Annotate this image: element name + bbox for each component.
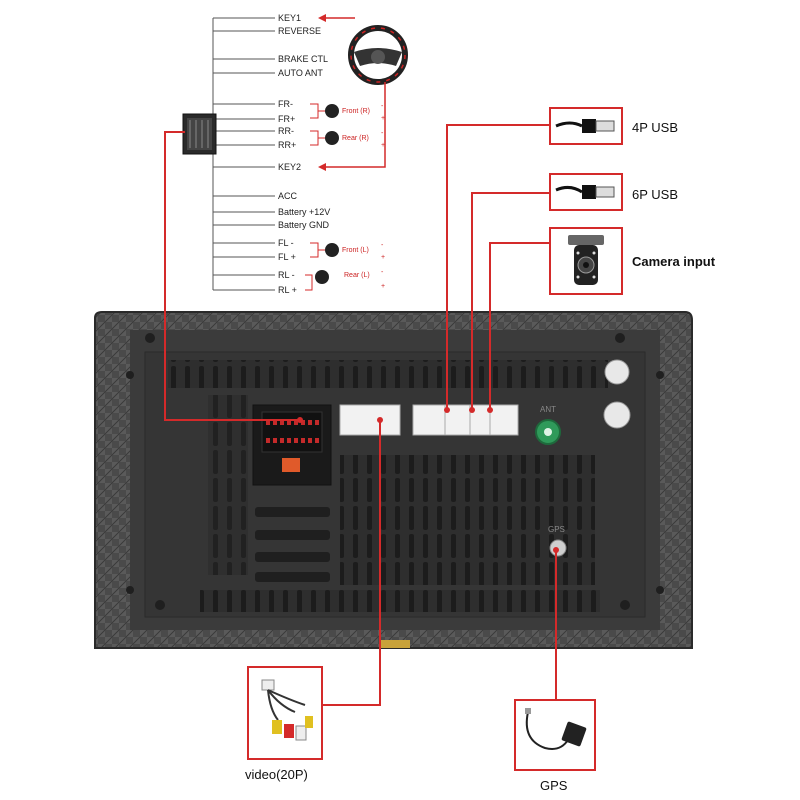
usb-6p-label: 6P USB [632, 187, 678, 202]
label-fr-plus: FR+ [278, 114, 295, 124]
front-r-label: Front (R) [342, 108, 370, 115]
video-callout [247, 666, 323, 760]
svg-text:+: + [381, 142, 385, 149]
label-key1: KEY1 [278, 13, 301, 23]
label-acc: ACC [278, 191, 298, 201]
wire-harness [212, 17, 275, 291]
label-rl-plus: RL + [278, 285, 297, 295]
svg-text:-: - [381, 103, 384, 110]
rear-r-label: Rear (R) [342, 135, 369, 142]
svg-text:-: - [381, 242, 384, 249]
ant-label: ANT [540, 405, 556, 414]
harness-labels: KEY1 REVERSE BRAKE CTL AUTO ANT FR- FR+ … [278, 13, 330, 295]
label-fr-minus: FR- [278, 99, 293, 109]
steering-wheel-icon [348, 25, 408, 85]
usb-4p-label: 4P USB [632, 120, 678, 135]
label-key2: KEY2 [278, 162, 301, 172]
label-brake-ctl: BRAKE CTL [278, 54, 328, 64]
usb-camera-connectors [412, 404, 519, 436]
label-fl-minus: FL - [278, 238, 294, 248]
speaker-rear-l: Rear (L) [315, 270, 370, 284]
label-battery-gnd: Battery GND [278, 220, 330, 230]
svg-text:+: + [381, 254, 385, 261]
camera-label: Camera input [632, 254, 716, 269]
front-l-label: Front (L) [342, 247, 369, 254]
camera-callout [549, 227, 623, 295]
label-rr-minus: RR- [278, 126, 294, 136]
connection-lines [164, 124, 557, 706]
label-rl-minus: RL - [278, 270, 295, 280]
svg-text:-: - [381, 269, 384, 276]
svg-text:-: - [381, 130, 384, 137]
svg-text:+: + [381, 115, 385, 122]
camera-icon [568, 235, 604, 285]
label-battery-12v: Battery +12V [278, 207, 330, 217]
gps-label: GPS [540, 778, 568, 793]
gps-callout [514, 699, 596, 771]
video-label: video(20P) [245, 767, 308, 782]
usb-4p-callout [549, 107, 623, 145]
speaker-front-l: Front (L) [325, 243, 369, 257]
harness-plug [182, 113, 217, 155]
label-fl-plus: FL + [278, 252, 296, 262]
speaker-rear-r: Rear (R) [325, 131, 369, 145]
usb-cable-icon [555, 119, 615, 133]
speaker-front-r: Front (R) [325, 104, 370, 118]
head-unit-back-panel: ANT GPS [94, 311, 693, 649]
speaker-polarity: - + - + - + - + [381, 103, 385, 290]
usb-6p-callout [549, 173, 623, 211]
label-reverse: REVERSE [278, 26, 321, 36]
video-connector [339, 404, 401, 436]
usb-cable-icon [555, 185, 615, 199]
label-auto-ant: AUTO ANT [278, 68, 323, 78]
label-rr-plus: RR+ [278, 140, 296, 150]
video-harness-icon [261, 679, 313, 741]
gps-antenna-icon [525, 708, 587, 750]
speaker-wires [305, 103, 325, 291]
svg-text:+: + [381, 283, 385, 290]
rear-l-label: Rear (L) [344, 272, 370, 279]
gps-socket-label: GPS [548, 525, 565, 534]
